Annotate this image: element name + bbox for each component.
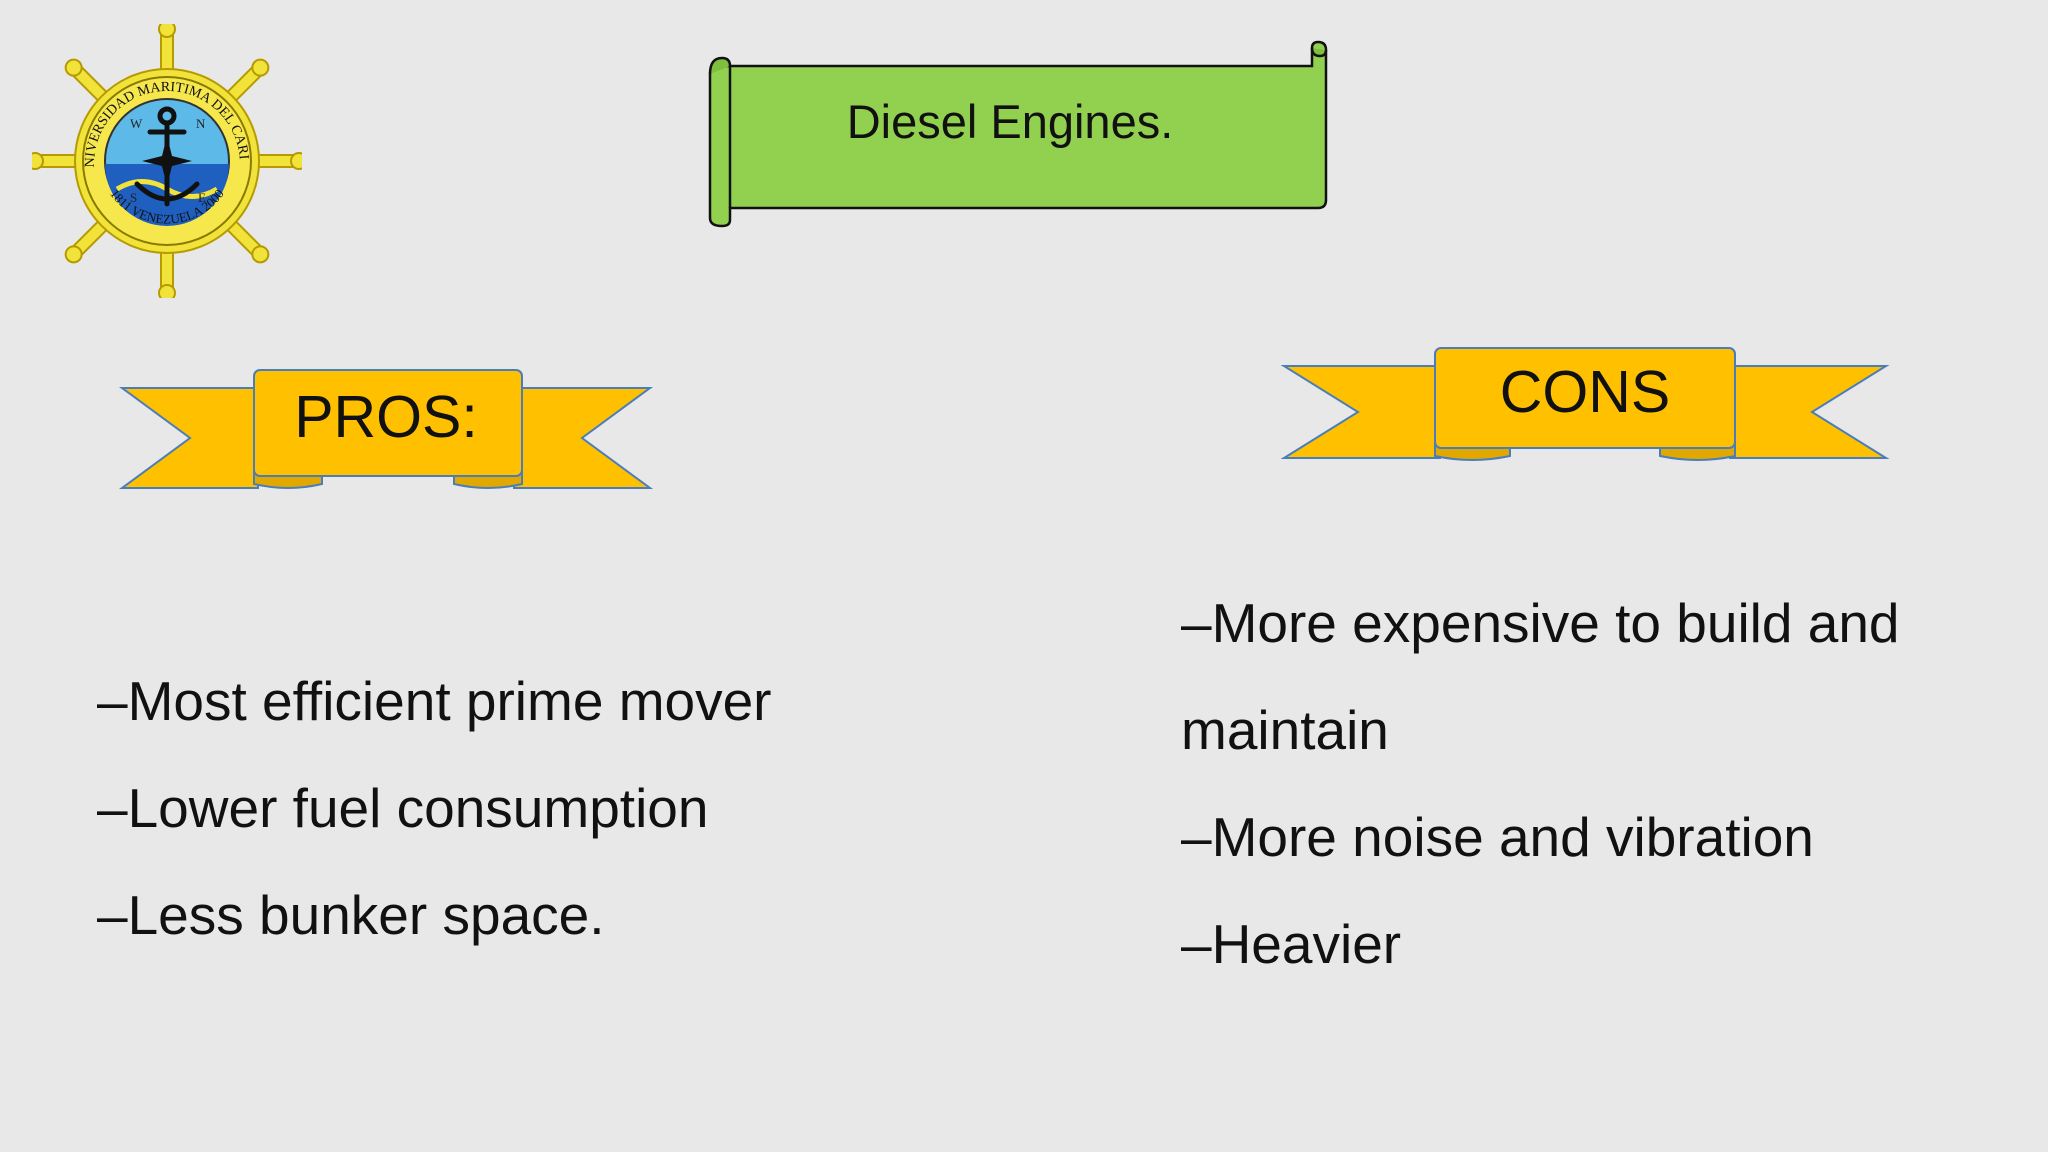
slide-title: Diesel Engines. [846, 95, 1174, 148]
svg-text:E: E [198, 190, 206, 205]
university-emblem-icon: W N S E UNIVERSIDAD MARITIMA DEL CARIBE … [32, 24, 302, 298]
cons-item: –Heavier [1181, 913, 1402, 975]
pros-item: –Lower fuel consumption [97, 777, 709, 839]
pros-item: –Most efficient prime mover [97, 670, 772, 732]
cons-item: maintain [1181, 699, 1389, 761]
pros-ribbon-banner [118, 369, 654, 489]
cons-item: –More noise and vibration [1181, 806, 1814, 868]
svg-text:N: N [196, 116, 206, 131]
pros-item: –Less bunker space. [97, 884, 605, 946]
svg-text:S: S [130, 190, 137, 205]
cons-item: –More expensive to build and [1181, 592, 1900, 654]
cons-ribbon-banner [1280, 347, 1890, 461]
pros-heading: PROS: [294, 384, 478, 450]
title-scroll-banner [708, 40, 1328, 228]
svg-text:W: W [130, 116, 143, 131]
pros-list: –Most efficient prime mover –Lower fuel … [97, 674, 772, 995]
cons-list: –More expensive to build and maintain –M… [1181, 596, 1900, 1024]
cons-heading: CONS [1499, 359, 1671, 425]
